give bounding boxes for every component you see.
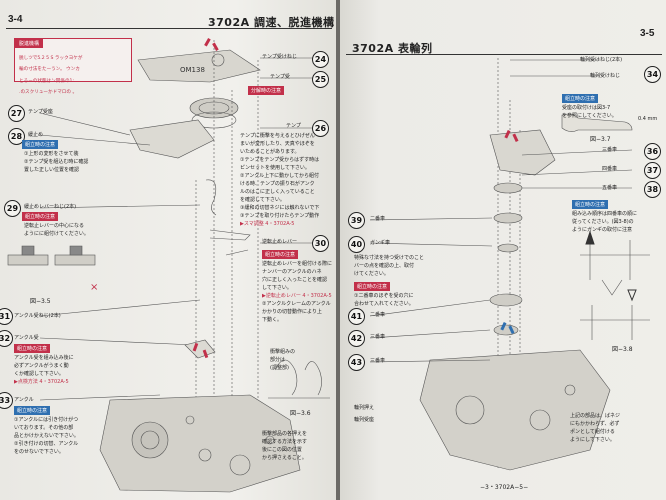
fig-3-8-caption: 図−3.8 — [612, 346, 633, 353]
callout-30-label: 逆転止めレバー — [262, 239, 298, 245]
callout-32-label: アンクル受 — [14, 335, 39, 341]
note-29: 逆転止レバーの中心になるようにに組付けてください。 — [24, 223, 89, 237]
callout-34: 34 — [644, 66, 661, 83]
note-33: ①アンクルには引き付けがついております。その他の部品とかけかえないで下さい。②引… — [14, 417, 79, 455]
note-26: テンプに衝撃を与えるとひげぜんまいが変形したり、天真やほぞをいためることがありま… — [240, 133, 320, 227]
callout-39-label: 二番車 — [370, 216, 386, 222]
left-page-title: 3702A 調速、脱進機構 — [208, 16, 335, 29]
notice-box: 脱進機構 脱しツで5.2 5 S ラックヨケが 輪の寸法をたーうン。 ウンカ と… — [14, 38, 132, 95]
right-page: 3702A 表輪列 3-5 — [340, 0, 666, 500]
right-page-title: 3702A 表輪列 — [352, 42, 433, 55]
callout-33: 33 — [0, 392, 13, 409]
tag-kumitate-37: 組立時の注意 — [572, 200, 609, 209]
callout-42: 42 — [348, 330, 365, 347]
tag-kumitate-32: 組立時の注意 — [14, 344, 51, 353]
callout-37: 37 — [644, 162, 661, 179]
tag-kumitate-41: 組立時の注意 — [354, 282, 391, 291]
fig-3-7-caption: 図−3.7 — [590, 136, 611, 143]
callout-43: 43 — [348, 354, 365, 371]
left-page-number: 3-4 — [8, 14, 23, 25]
book-spine — [336, 0, 340, 500]
callout-26: 26 — [312, 120, 329, 137]
note-37: 組み込み順序は四番車の順に従ってください。(図3-8)のようにガンギの取付に注意 — [572, 211, 638, 233]
svg-text:OM138: OM138 — [180, 66, 205, 74]
callout-24-label: テンプ受けねじ — [262, 54, 297, 60]
callout-37-label: 四番車 — [602, 166, 618, 172]
dim-label: 0.4 mm — [638, 116, 658, 122]
callout-36: 36 — [644, 143, 661, 160]
callout-42-label: 三番車 — [370, 334, 386, 340]
right-header-rule — [346, 54, 662, 55]
callout-32: 32 — [0, 330, 13, 347]
callout-28: 28 — [8, 128, 25, 145]
callout-36-label: 三番車 — [602, 147, 618, 153]
note-32: アンクル受を組み込み後に必ずアンクルがうまく動くか確認して下さい。▶点検方法 4… — [14, 355, 74, 385]
right-bottom-note: 上記の部品は、ばネジにもかかわらず、必ずポンとして組付けるようにして下さい。 — [570, 413, 621, 443]
notice-box-tag: 脱進機構 — [15, 39, 44, 48]
callout-31: 31 — [0, 308, 13, 325]
tag-kumitate-35: 組立時の注意 — [562, 94, 599, 103]
tag-kumitate-30: 組立時の注意 — [262, 250, 299, 259]
callout-40: 40 — [348, 236, 365, 253]
callout-41: 41 — [348, 308, 365, 325]
callout-28-label: 緩止め — [28, 132, 44, 138]
svg-text:×: × — [90, 282, 98, 293]
left-header-rule — [6, 28, 332, 29]
note-41: ①二番車のほぞを受の穴に合わせて入れてください。 — [354, 293, 414, 307]
tag-bunkai-25: 分解時の注意 — [248, 86, 285, 95]
left-page: 3-4 3702A 調速、脱進機構 OM138 — [0, 0, 336, 500]
fig-3-6-label: 衝撃組みの — [270, 349, 296, 355]
fig-3-5-caption: 図−3.5 — [30, 298, 51, 305]
right-diagram — [369, 58, 650, 471]
right-page-number: 3-5 — [640, 28, 655, 39]
callout-27: 27 — [8, 105, 25, 122]
tag-kumitate-29: 組立時の注意 — [22, 212, 59, 221]
fig-3-6-sub: 部分は — [270, 357, 286, 363]
callout-30: 30 — [312, 235, 329, 252]
callout-26-label: テンプ — [286, 123, 301, 129]
notice-box-text: 脱しツで5.2 5 S ラックヨケが 輪の寸法をたーうン。 ウンカ とるーの状態… — [19, 55, 83, 96]
note-30: 逆転止めレバーを組付ける際にナンバーのアンクルのハネ穴に正しく入ったことを確認し… — [262, 261, 333, 323]
callout-43-label: 三番車 — [370, 358, 386, 364]
left-diagram: OM138 — [7, 38, 330, 493]
fig-3-6-sub2: (調整部) — [270, 365, 289, 371]
callout-38-label: 五番車 — [602, 185, 618, 191]
callout-41-label: 二番車 — [370, 312, 386, 318]
callout-38: 38 — [644, 181, 661, 198]
right-footer: −3・3702A−5− — [480, 484, 529, 491]
top-label-2: 輪列受けねじ — [590, 73, 621, 79]
callout-27-label: テンプ受座 — [28, 109, 53, 115]
note-40: 特殊な寸法を持つ受けでのことバーの点を確認の上、取付けてください。 — [354, 255, 425, 277]
callout-31-label: アンクル受ねじ(2本) — [14, 313, 61, 319]
top-label-1: 輪列受けねじ(2本) — [580, 57, 623, 63]
left-bottom-note: 衝撃部品の各押えを確認する方法を示す後にこの図の位置から押さえること。 — [262, 431, 308, 461]
wire-label-2: 輪列受座 — [354, 417, 375, 423]
callout-25-label: テンプ受 — [270, 74, 290, 80]
callout-25: 25 — [312, 71, 329, 88]
callout-39: 39 — [348, 212, 365, 229]
callout-29: 29 — [4, 200, 21, 217]
callout-24: 24 — [312, 51, 329, 68]
tag-kumitate-28: 組立時の注意 — [22, 140, 59, 149]
fig-3-6-caption: 図−3.6 — [290, 410, 311, 417]
callout-40-label: ガンギ車 — [370, 240, 391, 246]
wire-label-1: 輪列押え — [354, 405, 375, 411]
callout-33-label: アンクル — [14, 397, 34, 403]
callout-29-label: 緩止めレバーねじ(2本) — [24, 204, 77, 210]
tag-kumitate-33: 組立時の注意 — [14, 406, 51, 415]
